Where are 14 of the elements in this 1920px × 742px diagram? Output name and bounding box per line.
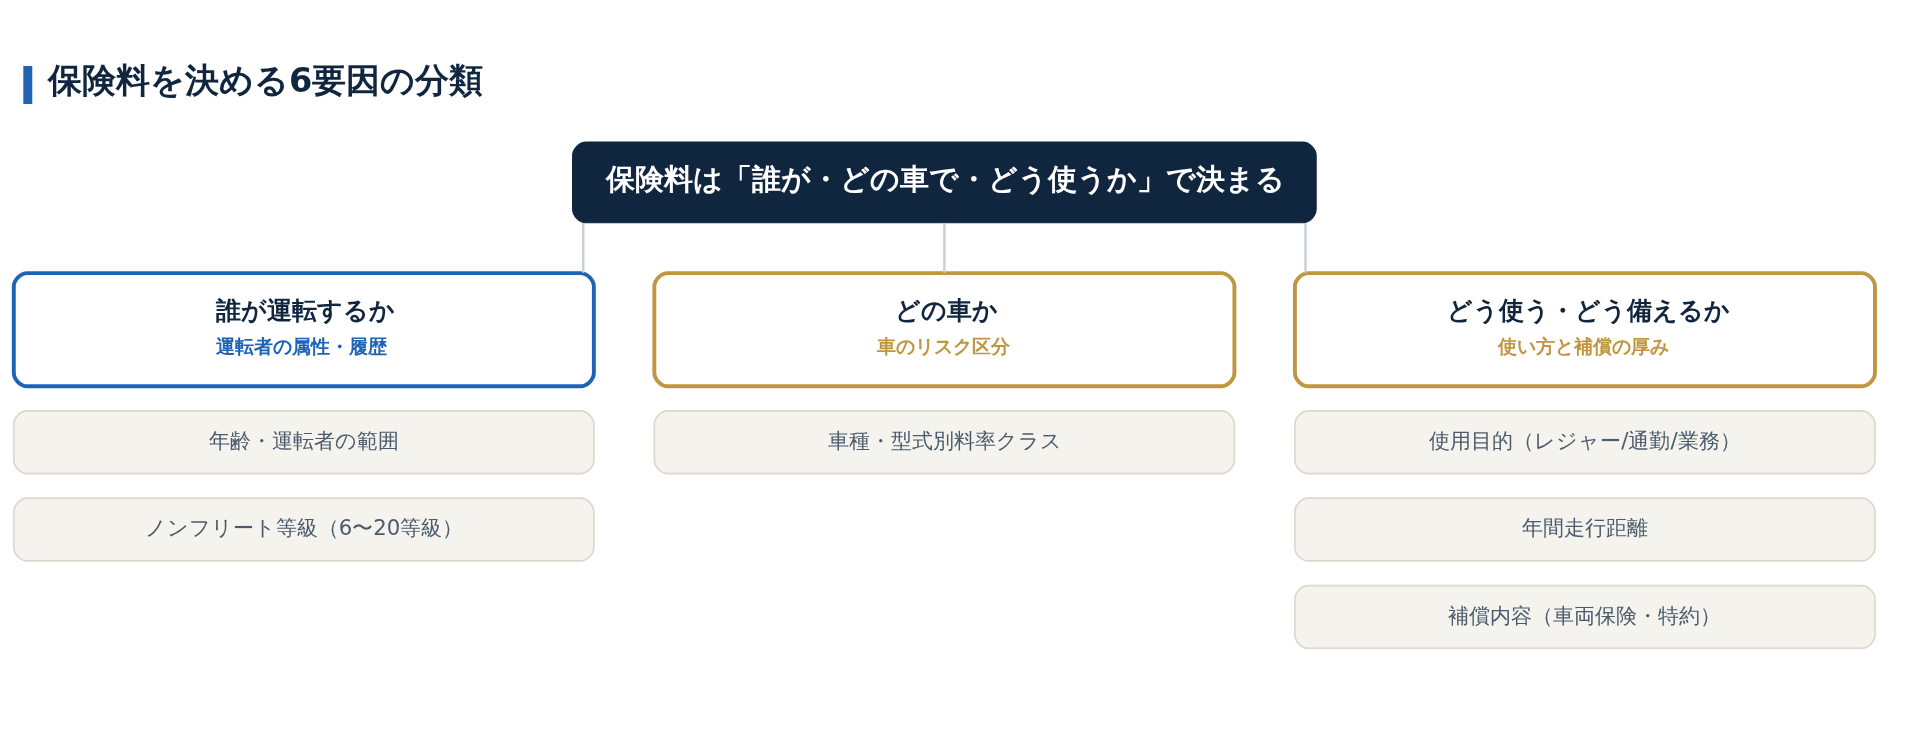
connector xyxy=(581,223,584,273)
connector xyxy=(1303,223,1307,273)
diagram-title: 保険料を決める6要因の分類 xyxy=(47,61,483,101)
node-box: 誰が運転するか 運転者の属性・履歴 xyxy=(11,271,596,389)
node-box: 年齢・運転者の範囲 xyxy=(12,410,595,475)
node-box: どの車か 車のリスク区分 xyxy=(651,271,1236,389)
node-box: 年間走行距離 xyxy=(1293,497,1876,562)
connector xyxy=(942,223,946,273)
node-box: 車種・型式別料率クラス xyxy=(653,410,1235,475)
node-box: ノンフリート等級（6〜20等級） xyxy=(12,497,595,562)
node-box: 保険料は「誰が・どの車で・どう使うか」で決まる xyxy=(571,141,1317,224)
node-box: どう使う・どう備えるか 使い方と補償の厚み xyxy=(1292,271,1877,389)
node-box: 使用目的（レジャー/通勤/業務） xyxy=(1293,410,1876,475)
node-box: 補償内容（車両保険・特約） xyxy=(1293,584,1876,650)
